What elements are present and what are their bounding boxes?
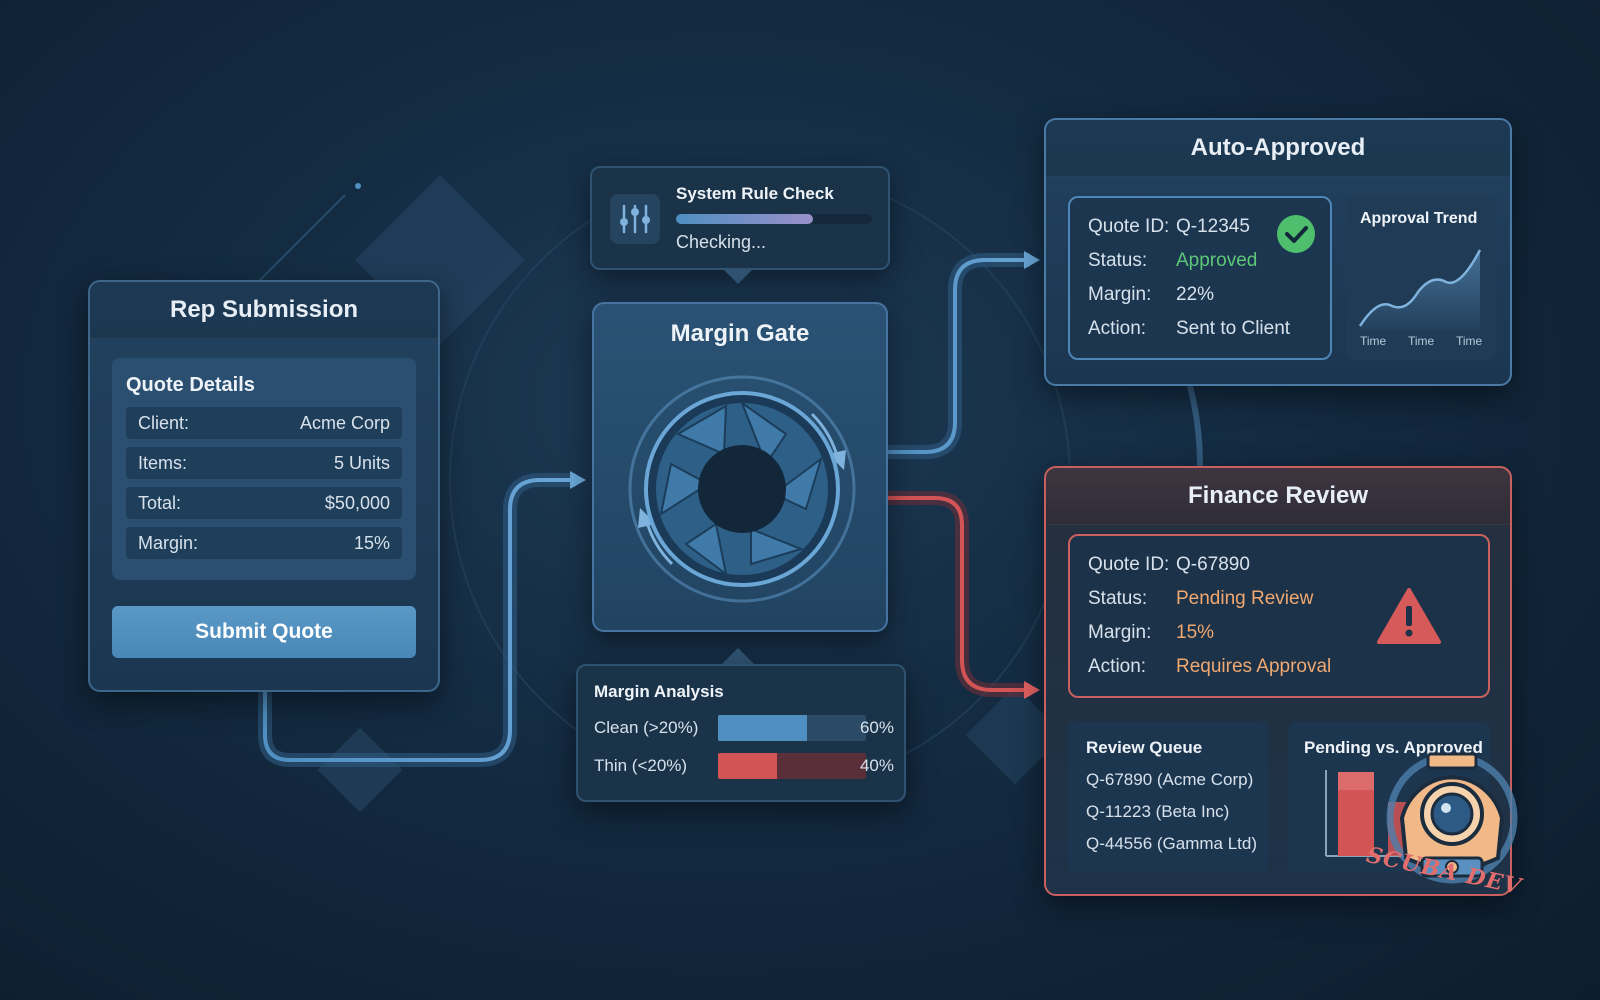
quote-row-label: Client: bbox=[138, 412, 190, 433]
info-row-status: Status:Approved bbox=[1088, 250, 1258, 271]
rule-check-progress-fill bbox=[676, 214, 814, 224]
quote-details-title: Quote Details bbox=[126, 374, 255, 396]
review-queue-title: Review Queue bbox=[1086, 738, 1203, 757]
system-rule-check-panel: System Rule Check Checking... bbox=[590, 166, 890, 270]
status-pending: Pending Review bbox=[1176, 588, 1314, 609]
review-queue-item[interactable]: Q-67890 (Acme Corp) bbox=[1086, 770, 1254, 789]
review-queue-item[interactable]: Q-44556 (Gamma Ltd) bbox=[1086, 834, 1258, 853]
quote-row-value: Acme Corp bbox=[299, 412, 390, 433]
review-queue-item[interactable]: Q-11223 (Beta Inc) bbox=[1086, 802, 1230, 821]
auto-approved-title: Auto-Approved bbox=[1046, 120, 1510, 177]
callout-notch bbox=[722, 648, 754, 664]
quote-row-label: Total: bbox=[138, 492, 182, 513]
connector-gate-to-auto bbox=[888, 253, 1030, 459]
approval-trend-sparkline bbox=[1358, 249, 1482, 330]
quote-row-items: Items: 5 Units bbox=[126, 447, 402, 479]
quote-row-value: $50,000 bbox=[324, 492, 390, 513]
submit-quote-button[interactable]: Submit Quote bbox=[112, 606, 416, 658]
approval-trend-card: Approval Trend Time Time Time bbox=[1346, 196, 1496, 360]
arrow-head bbox=[570, 471, 586, 489]
quote-row-client: Client: Acme Corp bbox=[126, 407, 402, 439]
analysis-row-label: Thin (<20%) bbox=[594, 756, 688, 775]
diving-helmet-icon bbox=[1386, 752, 1518, 884]
scuba-dev-logo: SCUBA DEV bbox=[1364, 740, 1524, 910]
callout-notch bbox=[722, 268, 754, 284]
analysis-bar-track bbox=[718, 753, 866, 779]
quote-row-value: 15% bbox=[353, 532, 390, 553]
analysis-row-thin: Thin (<20%) 40% bbox=[594, 752, 894, 780]
trend-axis-label: Time bbox=[1360, 334, 1387, 348]
quote-row-margin: Margin: 15% bbox=[126, 527, 402, 559]
info-row-action: Action:Sent to Client bbox=[1088, 318, 1291, 339]
review-queue-card: Review Queue Q-67890 (Acme Corp) Q-11223… bbox=[1068, 722, 1268, 872]
analysis-row-label: Clean (>20%) bbox=[594, 718, 699, 737]
decor-diamond bbox=[965, 685, 1065, 785]
status-approved: Approved bbox=[1176, 250, 1258, 271]
check-circle-icon bbox=[1277, 215, 1315, 253]
info-row-quote-id: Quote ID:Q-12345 bbox=[1088, 216, 1250, 237]
rule-check-progress bbox=[676, 214, 872, 224]
margin-gate-panel: Margin Gate bbox=[592, 302, 888, 632]
analysis-bar-track bbox=[718, 715, 866, 741]
rule-check-label: System Rule Check bbox=[676, 184, 834, 203]
connector-auto-finance bbox=[1187, 385, 1203, 467]
auto-approved-panel: Auto-Approved Quote ID:Q-12345 Status:Ap… bbox=[1044, 118, 1512, 386]
trend-axis-label: Time bbox=[1408, 334, 1435, 348]
finance-review-info-card: Quote ID:Q-67890 Status:Pending Review M… bbox=[1068, 534, 1490, 698]
rep-submission-panel: Rep Submission Quote Details Client: Acm… bbox=[88, 280, 440, 692]
analysis-bar-fill bbox=[718, 753, 778, 779]
analysis-row-percent: 60% bbox=[859, 718, 894, 737]
sliders-icon bbox=[610, 194, 660, 244]
quote-row-value: 5 Units bbox=[333, 452, 390, 473]
quote-row-label: Margin: bbox=[138, 532, 199, 553]
analysis-bar-fill bbox=[718, 715, 807, 741]
info-row-margin: Margin:22% bbox=[1088, 284, 1215, 305]
arrow-head bbox=[1024, 251, 1040, 269]
margin-analysis-title: Margin Analysis bbox=[594, 682, 724, 701]
connector-gate-to-finance bbox=[888, 491, 1030, 697]
analysis-row-clean: Clean (>20%) 60% bbox=[594, 714, 894, 742]
rule-check-status: Checking... bbox=[676, 232, 767, 252]
arrow-head bbox=[1024, 681, 1040, 699]
quote-row-total: Total: $50,000 bbox=[126, 487, 402, 519]
pending-vs-approved-title: Pending vs. Approved bbox=[1304, 738, 1483, 757]
margin-gate-title: Margin Gate bbox=[670, 320, 810, 347]
warning-icon bbox=[1377, 588, 1441, 644]
decor-diamond bbox=[317, 727, 403, 813]
trend-axis-label: Time bbox=[1456, 334, 1483, 348]
margin-analysis-panel: Margin Analysis Clean (>20%) 60% Thin (<… bbox=[576, 664, 906, 802]
info-row-action: Action:Requires Approval bbox=[1088, 656, 1332, 677]
auto-approved-info-card: Quote ID:Q-12345 Status:Approved Margin:… bbox=[1068, 196, 1332, 360]
aperture-icon bbox=[628, 375, 856, 603]
rep-submission-title: Rep Submission bbox=[90, 282, 438, 339]
analysis-row-percent: 40% bbox=[859, 756, 894, 775]
info-row-margin: Margin:15% bbox=[1088, 622, 1215, 643]
approval-trend-title: Approval Trend bbox=[1360, 210, 1478, 227]
quote-details-card: Quote Details Client: Acme Corp Items: 5… bbox=[112, 358, 416, 580]
finance-review-title: Finance Review bbox=[1046, 468, 1510, 525]
info-row-quote-id: Quote ID:Q-67890 bbox=[1088, 554, 1250, 575]
quote-row-label: Items: bbox=[138, 452, 188, 473]
info-row-status: Status:Pending Review bbox=[1088, 588, 1314, 609]
